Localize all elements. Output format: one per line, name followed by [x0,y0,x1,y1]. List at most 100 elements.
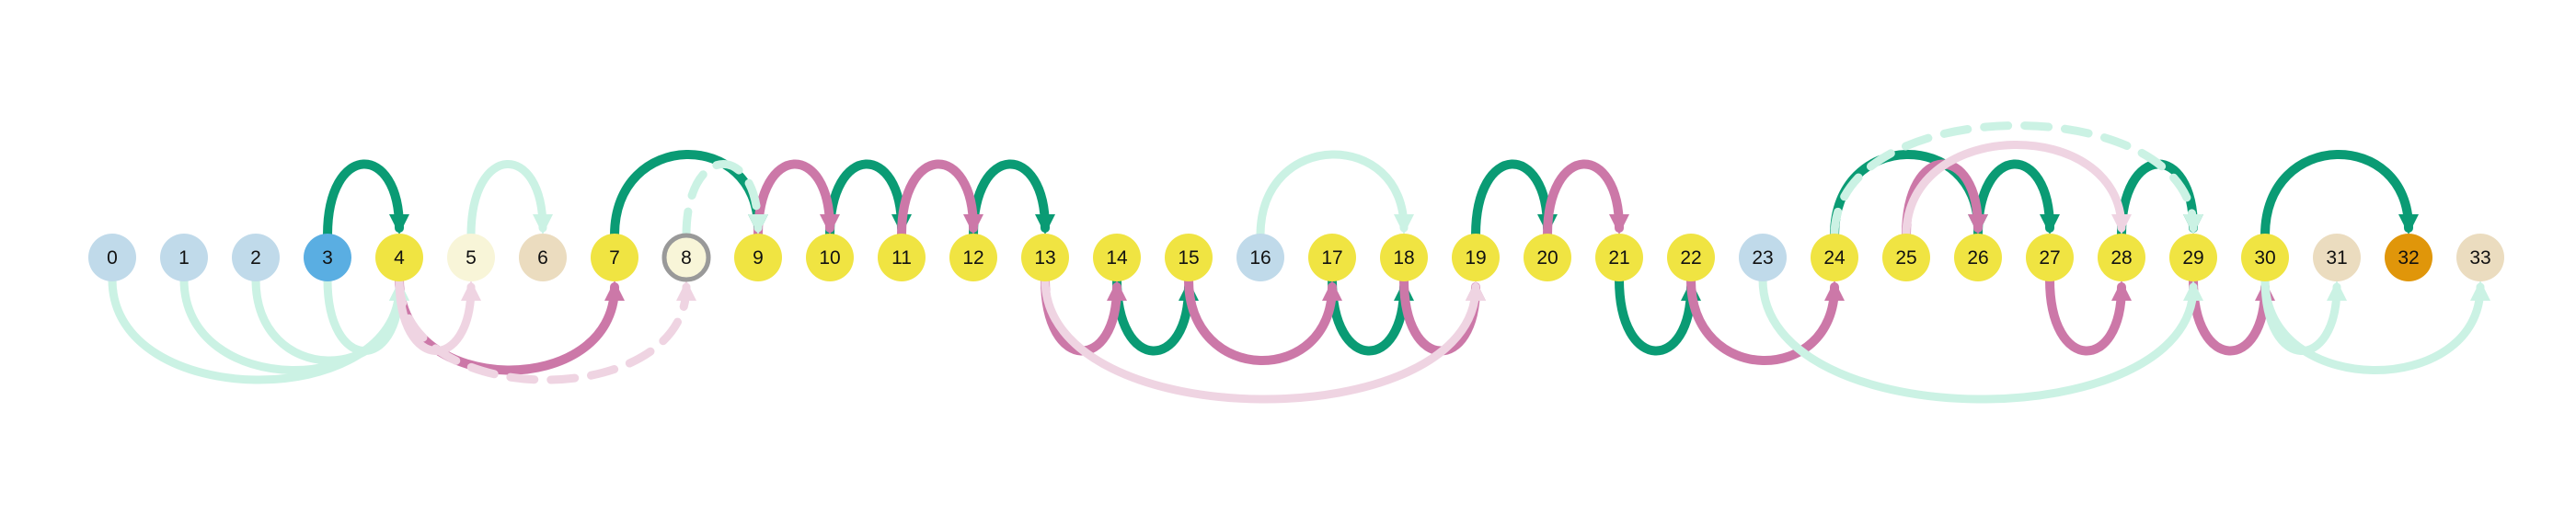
node-label: 26 [1967,247,1988,269]
node-circle [1882,234,1930,281]
edge-arrowhead [2040,214,2060,235]
node-23: 23 [1739,234,1787,281]
edge-8-9 [682,160,768,240]
node-label: 28 [2110,247,2132,269]
edge-arrowhead [2111,214,2132,235]
node-circle [160,234,208,281]
node-label: 0 [107,247,118,269]
edge-arrowhead [533,214,553,235]
node-8: 8 [661,233,711,282]
node-circle [1165,234,1213,281]
edge-23-29 [1758,275,2203,404]
node-circle [375,234,423,281]
edges-layer [108,121,2490,404]
edge-16-18 [1256,150,1414,240]
node-24: 24 [1811,234,1858,281]
edge-3-4 [323,159,409,240]
node-17: 17 [1308,234,1356,281]
edge-arrowhead [1466,280,1486,301]
node-circle [806,234,854,281]
node-label: 25 [1895,247,1916,269]
node-label: 13 [1034,247,1055,269]
node-18: 18 [1380,234,1428,281]
node-label: 18 [1393,247,1414,269]
edge-27-28 [2045,275,2132,356]
node-circle [1595,234,1643,281]
edge-15-17 [1184,275,1342,365]
edge-arrowhead [604,280,625,301]
node-3: 3 [304,234,351,281]
edge-13-19 [1041,275,1486,404]
edge-arrowhead [1035,214,1055,235]
edge-25-26 [1902,159,1988,240]
node-label: 23 [1752,247,1773,269]
node-28: 28 [2098,234,2145,281]
node-label: 15 [1178,247,1199,269]
node-label: 6 [537,247,548,269]
node-14: 14 [1093,234,1141,281]
edge-22-24 [1686,275,1845,365]
edge-11-12 [897,159,983,240]
edge-arrowhead [2111,280,2132,301]
node-circle [2026,234,2074,281]
node-circle [1524,234,1571,281]
node-circle [591,234,638,281]
node-26: 26 [1954,234,2002,281]
node-12: 12 [949,234,997,281]
node-label: 2 [250,247,261,269]
edge-arrowhead [748,214,768,235]
node-2: 2 [232,234,280,281]
node-circle [447,234,495,281]
node-label: 19 [1465,247,1486,269]
node-circle [2456,234,2504,281]
node-circle [2169,234,2217,281]
node-label: 30 [2254,247,2275,269]
edge-arrowhead [461,280,481,301]
edge-arrowhead [820,214,840,235]
node-circle [1667,234,1715,281]
edge-4-8 [395,275,696,384]
edge-arrowhead [676,280,696,301]
node-19: 19 [1452,234,1500,281]
edge-25-28 [1902,141,2132,240]
node-circle [1093,234,1141,281]
node-33: 33 [2456,234,2504,281]
node-circle [2313,234,2361,281]
node-label: 5 [466,247,477,269]
node-circle [1811,234,1858,281]
node-9: 9 [734,234,782,281]
node-circle [1739,234,1787,281]
edge-4-7 [395,275,625,375]
node-label: 1 [178,247,190,269]
node-circle [304,234,351,281]
node-1: 1 [160,234,208,281]
node-circle [1236,234,1284,281]
edge-arrowhead [389,214,409,235]
node-label: 17 [1321,247,1342,269]
edge-9-10 [753,159,840,240]
node-label: 9 [753,247,764,269]
node-circle [2385,234,2432,281]
node-circle [1021,234,1069,281]
edge-arrowhead [963,214,983,235]
node-circle [949,234,997,281]
node-25: 25 [1882,234,1930,281]
node-13: 13 [1021,234,1069,281]
node-label: 16 [1249,247,1271,269]
node-circle [2098,234,2145,281]
edge-24-29 [1830,121,2203,240]
node-label: 20 [1536,247,1558,269]
node-6: 6 [519,234,567,281]
edge-20-21 [1543,159,1629,240]
node-label: 27 [2039,247,2060,269]
node-label: 4 [394,247,405,269]
node-31: 31 [2313,234,2361,281]
node-label: 31 [2326,247,2347,269]
node-label: 33 [2469,247,2490,269]
edge-26-27 [1973,159,2060,240]
node-16: 16 [1236,234,1284,281]
node-circle [1954,234,2002,281]
